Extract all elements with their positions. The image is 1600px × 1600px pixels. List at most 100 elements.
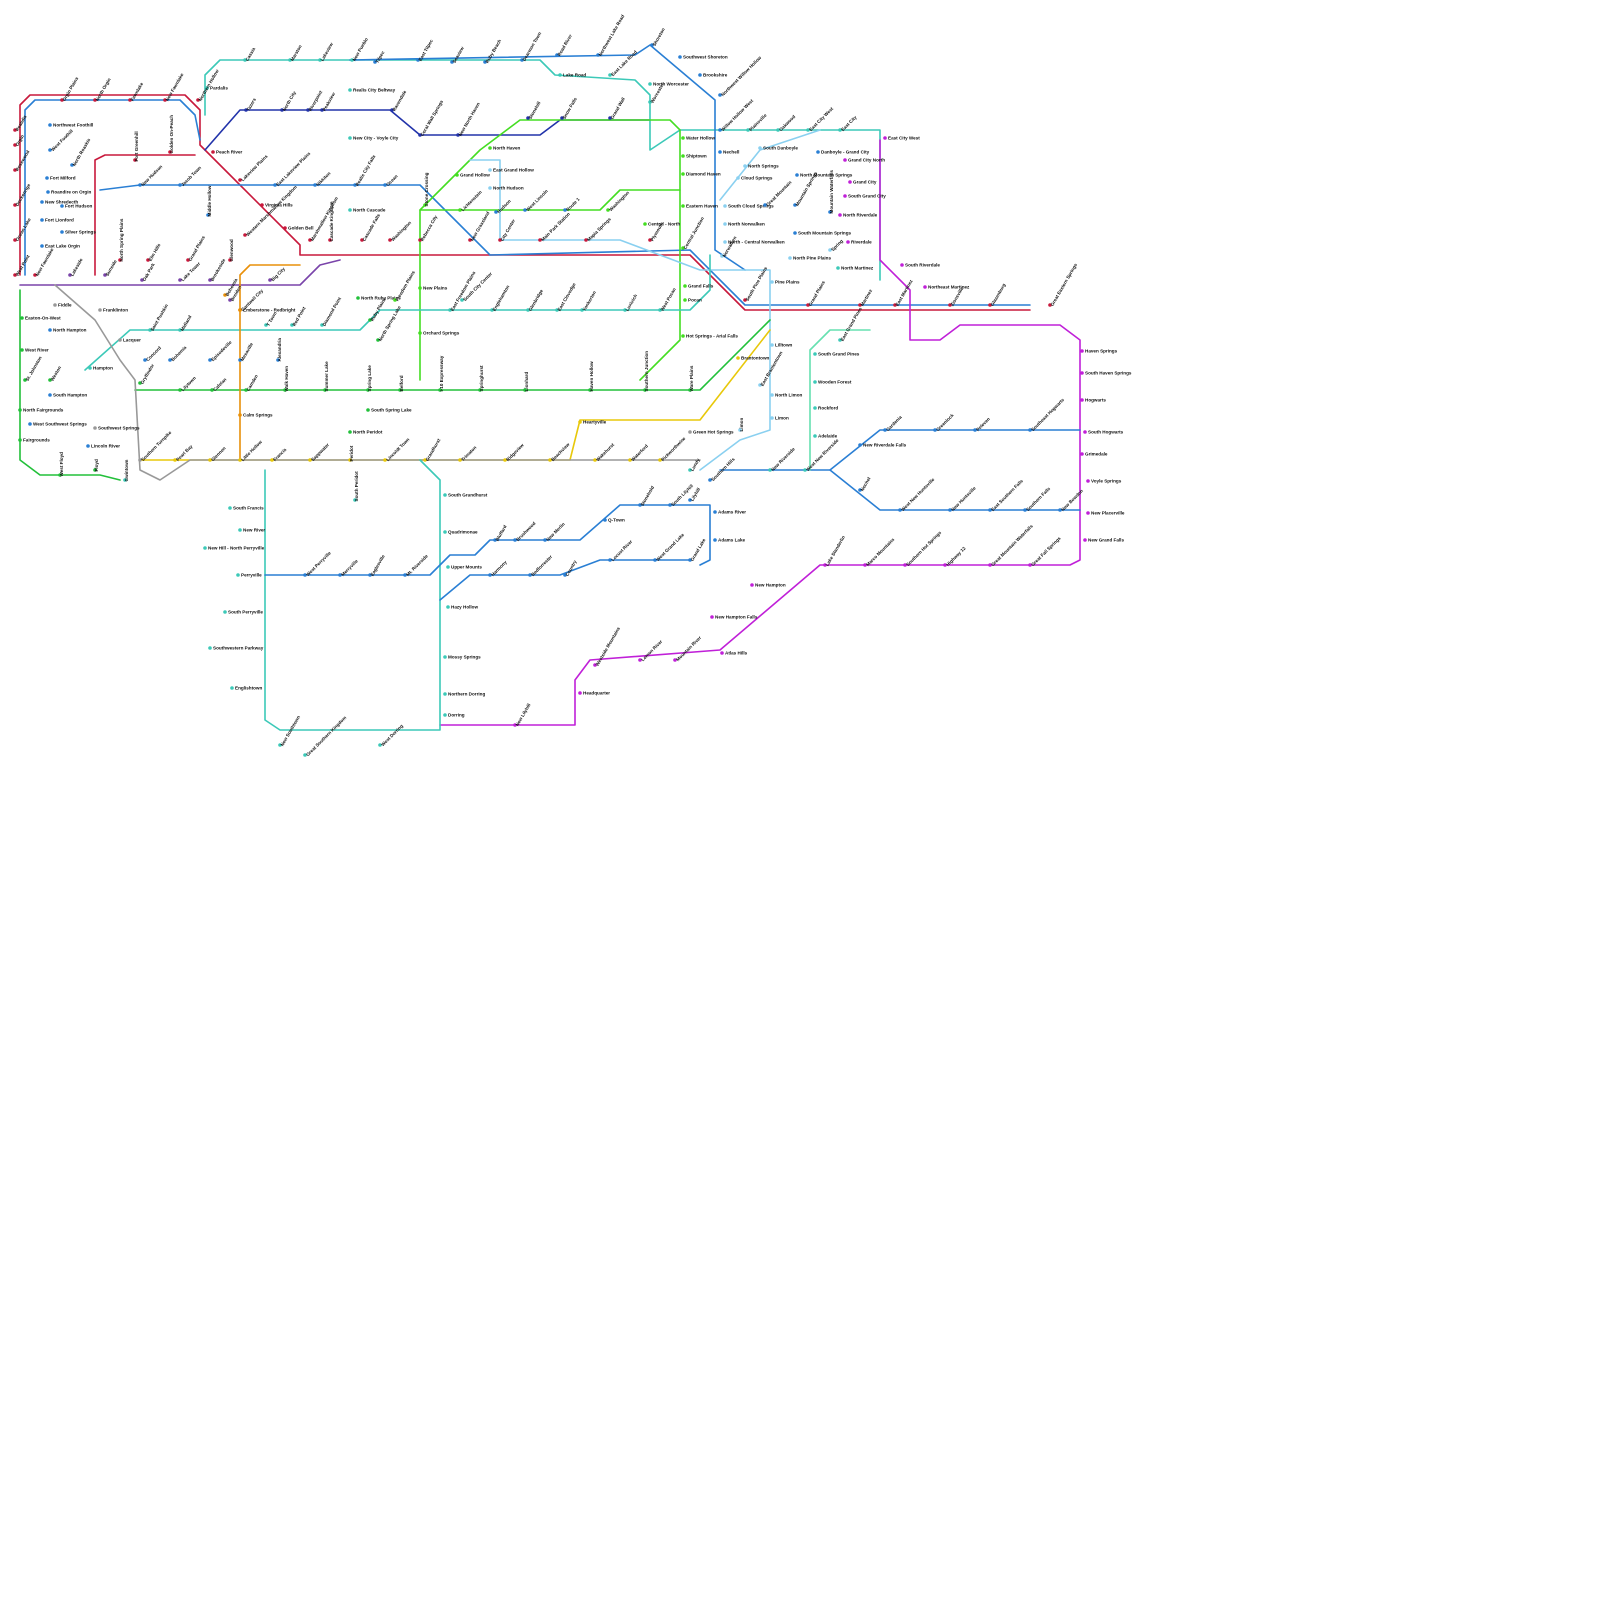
station-marker[interactable] xyxy=(668,503,672,507)
station-marker[interactable] xyxy=(563,208,567,212)
station-marker[interactable] xyxy=(273,183,277,187)
station-marker[interactable] xyxy=(580,308,584,312)
station[interactable]: Southern Junction xyxy=(643,351,649,392)
station[interactable]: Lakeview Plains xyxy=(238,153,269,182)
station-marker[interactable] xyxy=(318,58,322,62)
station[interactable]: Summer Lake xyxy=(323,361,329,392)
station-marker[interactable] xyxy=(710,615,714,619)
station[interactable]: Lincoln River xyxy=(86,444,120,449)
station-marker[interactable] xyxy=(1086,479,1090,483)
station-marker[interactable] xyxy=(770,416,774,420)
station-marker[interactable] xyxy=(208,358,212,362)
station-marker[interactable] xyxy=(1083,430,1087,434)
station-marker[interactable] xyxy=(608,558,612,562)
station[interactable]: Lakeside xyxy=(68,257,84,277)
station[interactable]: South Grand City xyxy=(843,194,886,199)
station-marker[interactable] xyxy=(493,538,497,542)
station-marker[interactable] xyxy=(40,200,44,204)
station-marker[interactable] xyxy=(758,383,762,387)
station-marker[interactable] xyxy=(323,388,327,392)
station-marker[interactable] xyxy=(1086,511,1090,515)
station-marker[interactable] xyxy=(373,60,377,64)
station-marker[interactable] xyxy=(348,136,352,140)
station[interactable]: New Merlin xyxy=(543,521,566,542)
station-marker[interactable] xyxy=(208,278,212,282)
station[interactable]: Quadrimonae xyxy=(443,530,478,535)
station-marker[interactable] xyxy=(13,238,17,242)
station-marker[interactable] xyxy=(988,563,992,567)
station[interactable]: North Hampton xyxy=(48,328,87,333)
station-marker[interactable] xyxy=(418,286,422,290)
station[interactable]: Haven Springs xyxy=(1080,349,1118,354)
station-marker[interactable] xyxy=(350,58,354,62)
station[interactable]: Easton-On-West xyxy=(20,316,61,321)
station-marker[interactable] xyxy=(723,240,727,244)
station[interactable]: East Clovedge xyxy=(555,282,577,312)
station[interactable]: South Grandhurst xyxy=(443,493,488,498)
station-marker[interactable] xyxy=(1028,428,1032,432)
station-marker[interactable] xyxy=(743,164,747,168)
station[interactable]: Roandire on Orgin xyxy=(46,190,92,195)
station[interactable]: Rebecca City xyxy=(418,214,439,242)
station[interactable]: I-10 Expressway xyxy=(438,355,444,392)
station-marker[interactable] xyxy=(390,108,394,112)
station-marker[interactable] xyxy=(683,298,687,302)
station[interactable]: Mapia Springs xyxy=(584,216,612,242)
station[interactable]: Headquarter xyxy=(578,691,610,696)
station[interactable]: Great Eastern Springs xyxy=(1048,262,1078,307)
station-marker[interactable] xyxy=(53,303,57,307)
station[interactable]: New City - Voyle City xyxy=(348,136,399,141)
station[interactable]: Mossy Springs xyxy=(443,655,481,660)
station-marker[interactable] xyxy=(538,238,542,242)
station-marker[interactable] xyxy=(13,273,17,277)
station-marker[interactable] xyxy=(523,208,527,212)
station-marker[interactable] xyxy=(478,388,482,392)
station[interactable]: Emberstone - Redbright xyxy=(238,308,296,313)
station[interactable]: Mountain River xyxy=(673,635,702,662)
station[interactable]: New Riverdale Falls xyxy=(858,443,907,448)
station[interactable]: South Mountain Springs xyxy=(793,231,852,236)
station[interactable]: Grand Plains xyxy=(806,280,826,307)
station-marker[interactable] xyxy=(93,426,97,430)
station-marker[interactable] xyxy=(68,273,72,277)
station[interactable]: East Southern Falls xyxy=(988,478,1024,512)
station-marker[interactable] xyxy=(243,233,247,237)
station[interactable]: Lilltown xyxy=(770,343,793,348)
station[interactable]: North Haven xyxy=(488,146,521,151)
station-marker[interactable] xyxy=(643,388,647,392)
station[interactable]: New Fawnlake xyxy=(33,247,55,277)
station[interactable]: Franklinton xyxy=(98,308,128,313)
station-marker[interactable] xyxy=(523,388,527,392)
station-marker[interactable] xyxy=(40,218,44,222)
station[interactable]: South Hampton xyxy=(48,393,87,398)
station[interactable]: Cascade Kingdom xyxy=(328,201,334,242)
station[interactable]: Eaglesville xyxy=(368,554,386,577)
station[interactable]: South Perryville xyxy=(223,610,263,615)
station-marker[interactable] xyxy=(823,563,827,567)
station[interactable]: Springhurst xyxy=(478,365,484,392)
station[interactable]: Englishtown xyxy=(230,686,262,691)
station[interactable]: Fort Hudson xyxy=(60,204,92,209)
station[interactable]: New Hampton Falls xyxy=(710,615,758,620)
station[interactable]: Nochel xyxy=(858,476,872,492)
station-marker[interactable] xyxy=(18,438,22,442)
station-marker[interactable] xyxy=(858,303,862,307)
station[interactable]: New Lilyhill xyxy=(513,703,532,727)
station-marker[interactable] xyxy=(846,240,850,244)
station[interactable]: East Lake Orgin xyxy=(40,244,80,249)
station-marker[interactable] xyxy=(681,334,685,338)
station[interactable]: Elm Hills xyxy=(146,242,162,262)
station[interactable]: Mountain Waterfalls xyxy=(828,170,834,214)
station[interactable]: North Orgin xyxy=(93,77,112,102)
station-marker[interactable] xyxy=(103,273,107,277)
station-marker[interactable] xyxy=(898,508,902,512)
station-marker[interactable] xyxy=(178,328,182,332)
station[interactable]: Spring Lake xyxy=(366,365,372,392)
station-marker[interactable] xyxy=(60,204,64,208)
station-marker[interactable] xyxy=(238,413,242,417)
station-marker[interactable] xyxy=(838,338,842,342)
station-marker[interactable] xyxy=(13,128,17,132)
station-marker[interactable] xyxy=(650,43,654,47)
station-marker[interactable] xyxy=(128,98,132,102)
station-marker[interactable] xyxy=(138,381,142,385)
